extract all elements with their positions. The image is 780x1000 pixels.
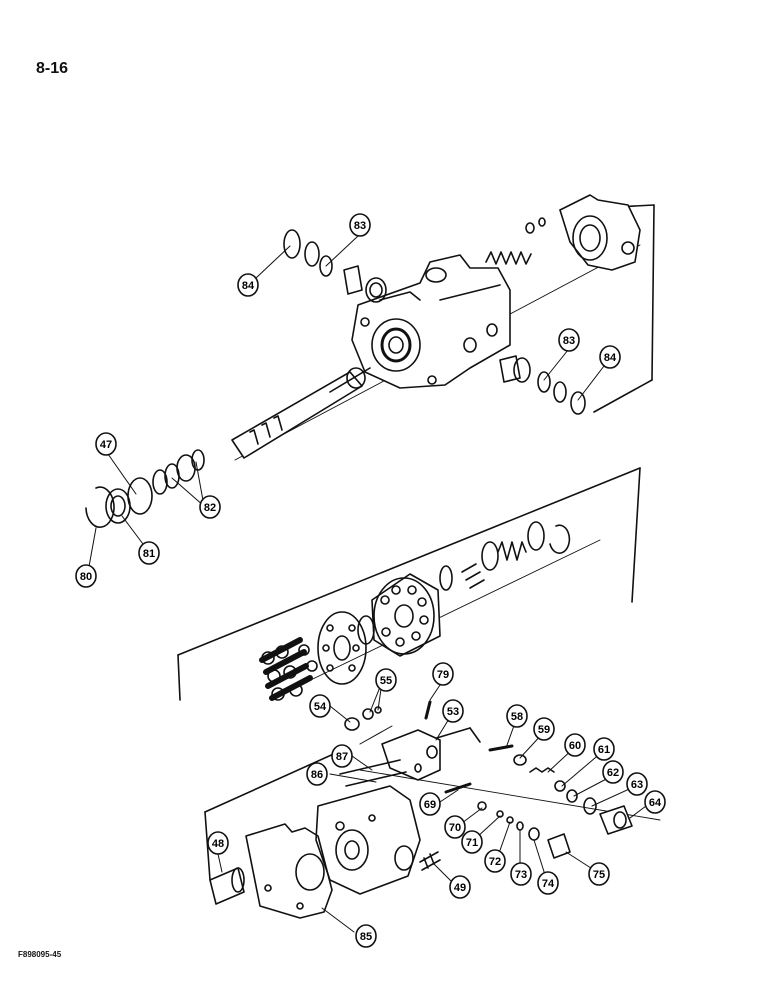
callout-82: 82 bbox=[199, 495, 221, 519]
adjuster-parts bbox=[488, 744, 633, 835]
callout-47: 47 bbox=[95, 432, 117, 456]
callout-62: 62 bbox=[602, 760, 624, 784]
svg-text:82: 82 bbox=[204, 502, 216, 514]
control-spring bbox=[485, 217, 546, 265]
pistons bbox=[259, 637, 318, 701]
callout-81: 81 bbox=[138, 541, 160, 565]
callout-85: 85 bbox=[355, 924, 377, 948]
svg-text:49: 49 bbox=[454, 882, 466, 894]
svg-text:54: 54 bbox=[314, 701, 327, 713]
svg-text:81: 81 bbox=[143, 548, 155, 560]
callout-80: 80 bbox=[75, 564, 97, 588]
svg-text:59: 59 bbox=[538, 724, 550, 736]
callout-58: 58 bbox=[506, 704, 528, 728]
svg-text:83: 83 bbox=[563, 335, 575, 347]
leader-lines bbox=[87, 235, 655, 933]
svg-text:70: 70 bbox=[449, 822, 461, 834]
figure-code: F898095-45 bbox=[18, 950, 62, 959]
svg-text:69: 69 bbox=[424, 799, 436, 811]
drive-shaft bbox=[231, 367, 371, 459]
callout-70: 70 bbox=[444, 815, 466, 839]
callout-83a: 83 bbox=[349, 213, 371, 237]
svg-text:48: 48 bbox=[212, 838, 224, 850]
svg-text:58: 58 bbox=[511, 711, 523, 723]
callout-74: 74 bbox=[537, 871, 559, 895]
svg-text:61: 61 bbox=[598, 744, 610, 756]
svg-text:60: 60 bbox=[569, 740, 581, 752]
o-ring-pair bbox=[339, 759, 407, 787]
page-number: 8-16 bbox=[36, 60, 69, 77]
svg-text:64: 64 bbox=[649, 797, 662, 809]
svg-text:72: 72 bbox=[489, 856, 501, 868]
svg-text:84: 84 bbox=[242, 280, 255, 292]
callout-79: 79 bbox=[432, 662, 454, 686]
block-spring bbox=[439, 521, 571, 591]
callout-54: 54 bbox=[309, 694, 331, 718]
svg-text:85: 85 bbox=[360, 931, 372, 943]
callout-72: 72 bbox=[484, 849, 506, 873]
gasket bbox=[245, 823, 333, 919]
callout-71: 71 bbox=[461, 830, 483, 854]
svg-text:73: 73 bbox=[515, 869, 527, 881]
svg-text:83: 83 bbox=[354, 220, 366, 232]
callout-69: 69 bbox=[419, 792, 441, 816]
end-cap bbox=[559, 194, 641, 271]
callout-83b: 83 bbox=[558, 328, 580, 352]
svg-text:47: 47 bbox=[100, 439, 112, 451]
callout-84a: 84 bbox=[237, 273, 259, 297]
svg-text:62: 62 bbox=[607, 767, 619, 779]
svg-text:74: 74 bbox=[542, 878, 555, 890]
end-cover bbox=[315, 785, 421, 895]
lower-right-rings bbox=[499, 355, 586, 415]
shaft-seal-parts bbox=[85, 449, 205, 528]
valve-parts bbox=[444, 782, 571, 859]
svg-text:84: 84 bbox=[604, 352, 617, 364]
upper-left-rings bbox=[283, 229, 387, 303]
callout-86: 86 bbox=[306, 762, 328, 786]
svg-text:86: 86 bbox=[311, 769, 323, 781]
rotating-group-axis bbox=[289, 539, 601, 691]
svg-text:53: 53 bbox=[447, 706, 459, 718]
svg-text:71: 71 bbox=[466, 837, 478, 849]
cylinder-block bbox=[371, 573, 441, 657]
svg-text:79: 79 bbox=[437, 669, 449, 681]
callout-53: 53 bbox=[442, 699, 464, 723]
callout-73: 73 bbox=[510, 862, 532, 886]
callout-55: 55 bbox=[375, 668, 397, 692]
callout-49: 49 bbox=[449, 875, 471, 899]
pump-housing bbox=[351, 254, 511, 389]
cover-screw bbox=[419, 851, 441, 871]
svg-text:63: 63 bbox=[631, 779, 643, 791]
svg-text:75: 75 bbox=[593, 869, 605, 881]
callout-59: 59 bbox=[533, 717, 555, 741]
small-fittings bbox=[344, 706, 393, 745]
svg-text:87: 87 bbox=[336, 751, 348, 763]
callout-60: 60 bbox=[564, 733, 586, 757]
callout-64: 64 bbox=[644, 790, 666, 814]
compensator-block bbox=[381, 700, 441, 781]
callout-84b: 84 bbox=[599, 345, 621, 369]
callout-61: 61 bbox=[593, 737, 615, 761]
sleeve bbox=[209, 867, 245, 905]
swash-plate bbox=[317, 611, 375, 685]
rotating-group-frame bbox=[177, 467, 641, 701]
svg-text:80: 80 bbox=[80, 571, 92, 583]
callout-75: 75 bbox=[588, 862, 610, 886]
callout-48: 48 bbox=[207, 831, 229, 855]
svg-text:55: 55 bbox=[380, 675, 392, 687]
callout-63: 63 bbox=[626, 772, 648, 796]
callout-87: 87 bbox=[331, 744, 353, 768]
